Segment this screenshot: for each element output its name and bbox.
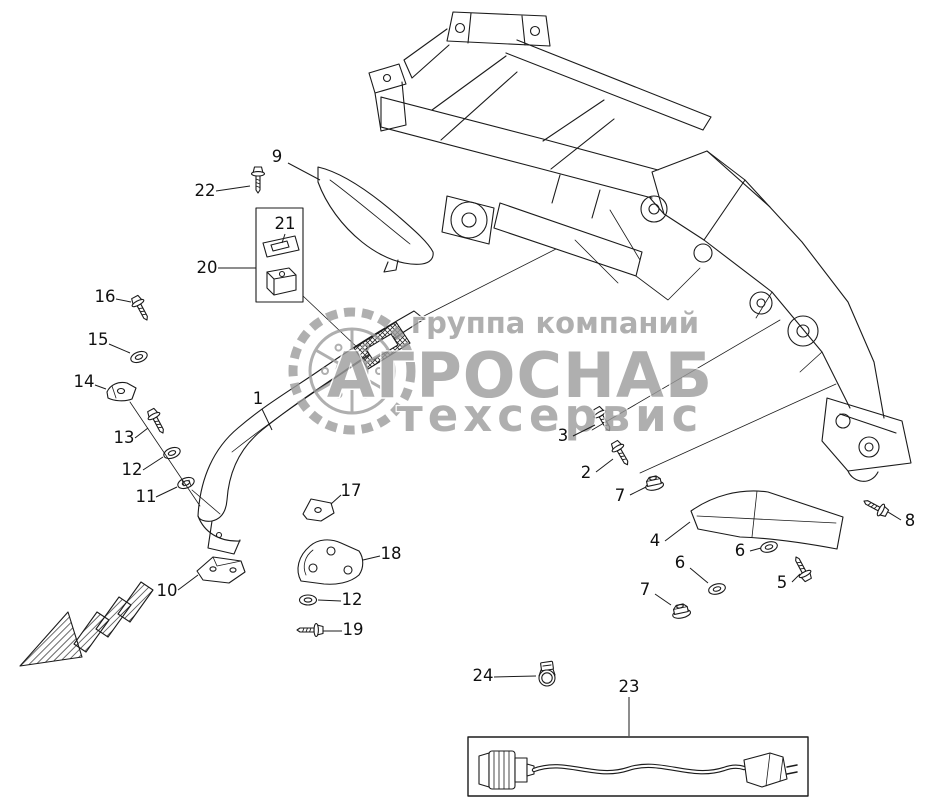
callout-18: 18: [381, 544, 402, 563]
callout-7b: 7: [640, 580, 651, 599]
part-9-deflector: [317, 166, 434, 273]
nut-icon-7a: [643, 474, 665, 493]
cable-box: [467, 736, 809, 797]
watermark: группа компаний АГРОСНАБ техсервис: [288, 305, 714, 443]
callout-23: 23: [619, 677, 640, 696]
direction-arrow-icon: [19, 581, 154, 667]
callout-8: 8: [905, 511, 916, 530]
callout-11: 11: [136, 487, 157, 506]
callout-1: 1: [253, 389, 264, 408]
callout-5: 5: [777, 573, 788, 592]
cable-assembly-23: [478, 750, 798, 790]
screw-icon-5: [789, 553, 815, 584]
callout-13: 13: [114, 428, 135, 447]
fastener-icons: [128, 166, 891, 638]
callout-15: 15: [88, 330, 109, 349]
screw-icon-16: [128, 293, 154, 324]
machine-frame-drawing: [368, 11, 912, 482]
nut-icon-7b: [670, 602, 692, 621]
watermark-gear-icon: [288, 307, 416, 435]
lock-washer-icon-11: [175, 474, 197, 492]
washer-icon-12a: [161, 444, 183, 462]
callout-3: 3: [558, 426, 569, 445]
callout-10: 10: [157, 581, 178, 600]
washer-icon-6b: [706, 581, 728, 597]
callout-12a: 12: [122, 460, 143, 479]
screw-icon-2: [608, 438, 634, 469]
callout-14: 14: [74, 372, 95, 391]
watermark-line3: техсервис: [397, 389, 704, 442]
callout-21: 21: [275, 214, 296, 233]
screw-icon-8: [860, 494, 891, 520]
part-17-bracket: [302, 498, 335, 522]
screw-icon-22: [250, 166, 266, 194]
watermark-line1: группа компаний: [411, 306, 699, 340]
callout-24: 24: [473, 666, 494, 685]
callout-22: 22: [195, 181, 216, 200]
callout-2: 2: [581, 463, 592, 482]
part-10-bracket: [196, 556, 246, 584]
callout-20: 20: [197, 258, 218, 277]
callout-17: 17: [341, 481, 362, 500]
bolt-icon-13: [144, 406, 170, 437]
callout-7a: 7: [615, 486, 626, 505]
washer-icon-6a: [758, 539, 780, 555]
callout-16: 16: [95, 287, 116, 306]
part-14-bracket: [106, 381, 137, 402]
callout-6b: 6: [675, 553, 686, 572]
callout-4: 4: [650, 531, 661, 550]
clamp-icon-24: [538, 660, 556, 687]
leader-lines: [94, 162, 902, 736]
callout-12b: 12: [342, 590, 363, 609]
bolt-icon-19: [296, 622, 324, 638]
part-18-gusset-plate: [297, 539, 364, 585]
callout-6a: 6: [735, 541, 746, 560]
part-4-panel: [690, 490, 844, 550]
washer-icon-12b: [298, 594, 318, 606]
washer-icon-15: [128, 348, 150, 366]
watermark-line2: АГРОСНАБ: [327, 339, 713, 412]
assembly-axis-lines: [129, 401, 221, 515]
callout-9: 9: [272, 147, 283, 166]
callout-numbers: 22 9 21 20 16 15 14 13 12 11 1 17 10 18 …: [74, 147, 916, 696]
callout-19: 19: [343, 620, 364, 639]
